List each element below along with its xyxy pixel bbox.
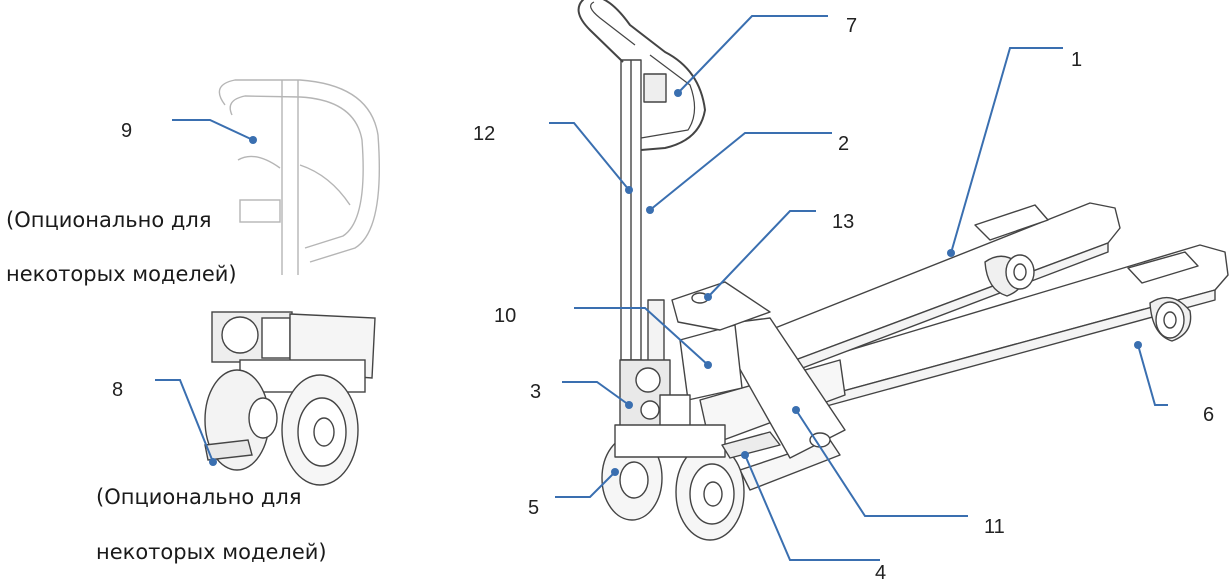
callout-12: 12 <box>473 123 496 145</box>
leader-1 <box>950 47 1063 254</box>
callout-10: 10 <box>494 305 517 327</box>
callout-8: 8 <box>112 379 124 401</box>
leader-8 <box>155 379 214 463</box>
callout-9: 9 <box>121 120 133 142</box>
callout-4: 4 <box>875 562 887 584</box>
leader-7 <box>677 15 828 94</box>
leader-2 <box>649 132 832 211</box>
optional-note-top-line1: (Опционально для <box>6 208 212 232</box>
callout-11: 11 <box>984 516 1005 538</box>
leader-6 <box>1137 344 1168 406</box>
callout-5: 5 <box>528 497 540 519</box>
leader-lines <box>155 15 1168 561</box>
callout-7: 7 <box>846 15 858 37</box>
optional-note-top-line2: некоторых моделей) <box>6 262 237 286</box>
leader-10 <box>574 307 709 366</box>
callout-1: 1 <box>1071 49 1083 71</box>
leader-4 <box>744 454 880 561</box>
leader-11 <box>795 409 968 517</box>
handle-grip <box>577 0 706 151</box>
leader-12 <box>549 122 630 191</box>
leader-5 <box>555 471 616 498</box>
handle-inset-drawing <box>218 79 381 275</box>
left-fork <box>769 202 1121 373</box>
callout-2: 2 <box>838 133 850 155</box>
steering-wheels <box>601 424 745 541</box>
pallet-truck-drawing <box>577 0 1229 541</box>
leader-9 <box>172 119 254 141</box>
optional-note-bottom-line1: (Опционально для <box>96 485 302 509</box>
leader-dots <box>209 89 1142 476</box>
optional-note-bottom-line2: некоторых моделей) <box>96 540 327 564</box>
foot-pedal <box>721 431 781 459</box>
leader-3 <box>562 381 630 406</box>
brake-wheel-inset-drawing <box>204 311 376 486</box>
chassis-plate <box>714 317 846 459</box>
handle-shaft <box>620 59 665 381</box>
right-fork <box>789 244 1229 411</box>
callout-6: 6 <box>1203 404 1215 426</box>
callout-3: 3 <box>530 381 542 403</box>
leader-13 <box>707 210 816 298</box>
pump-linkage <box>619 359 691 431</box>
callout-13: 13 <box>832 211 855 233</box>
